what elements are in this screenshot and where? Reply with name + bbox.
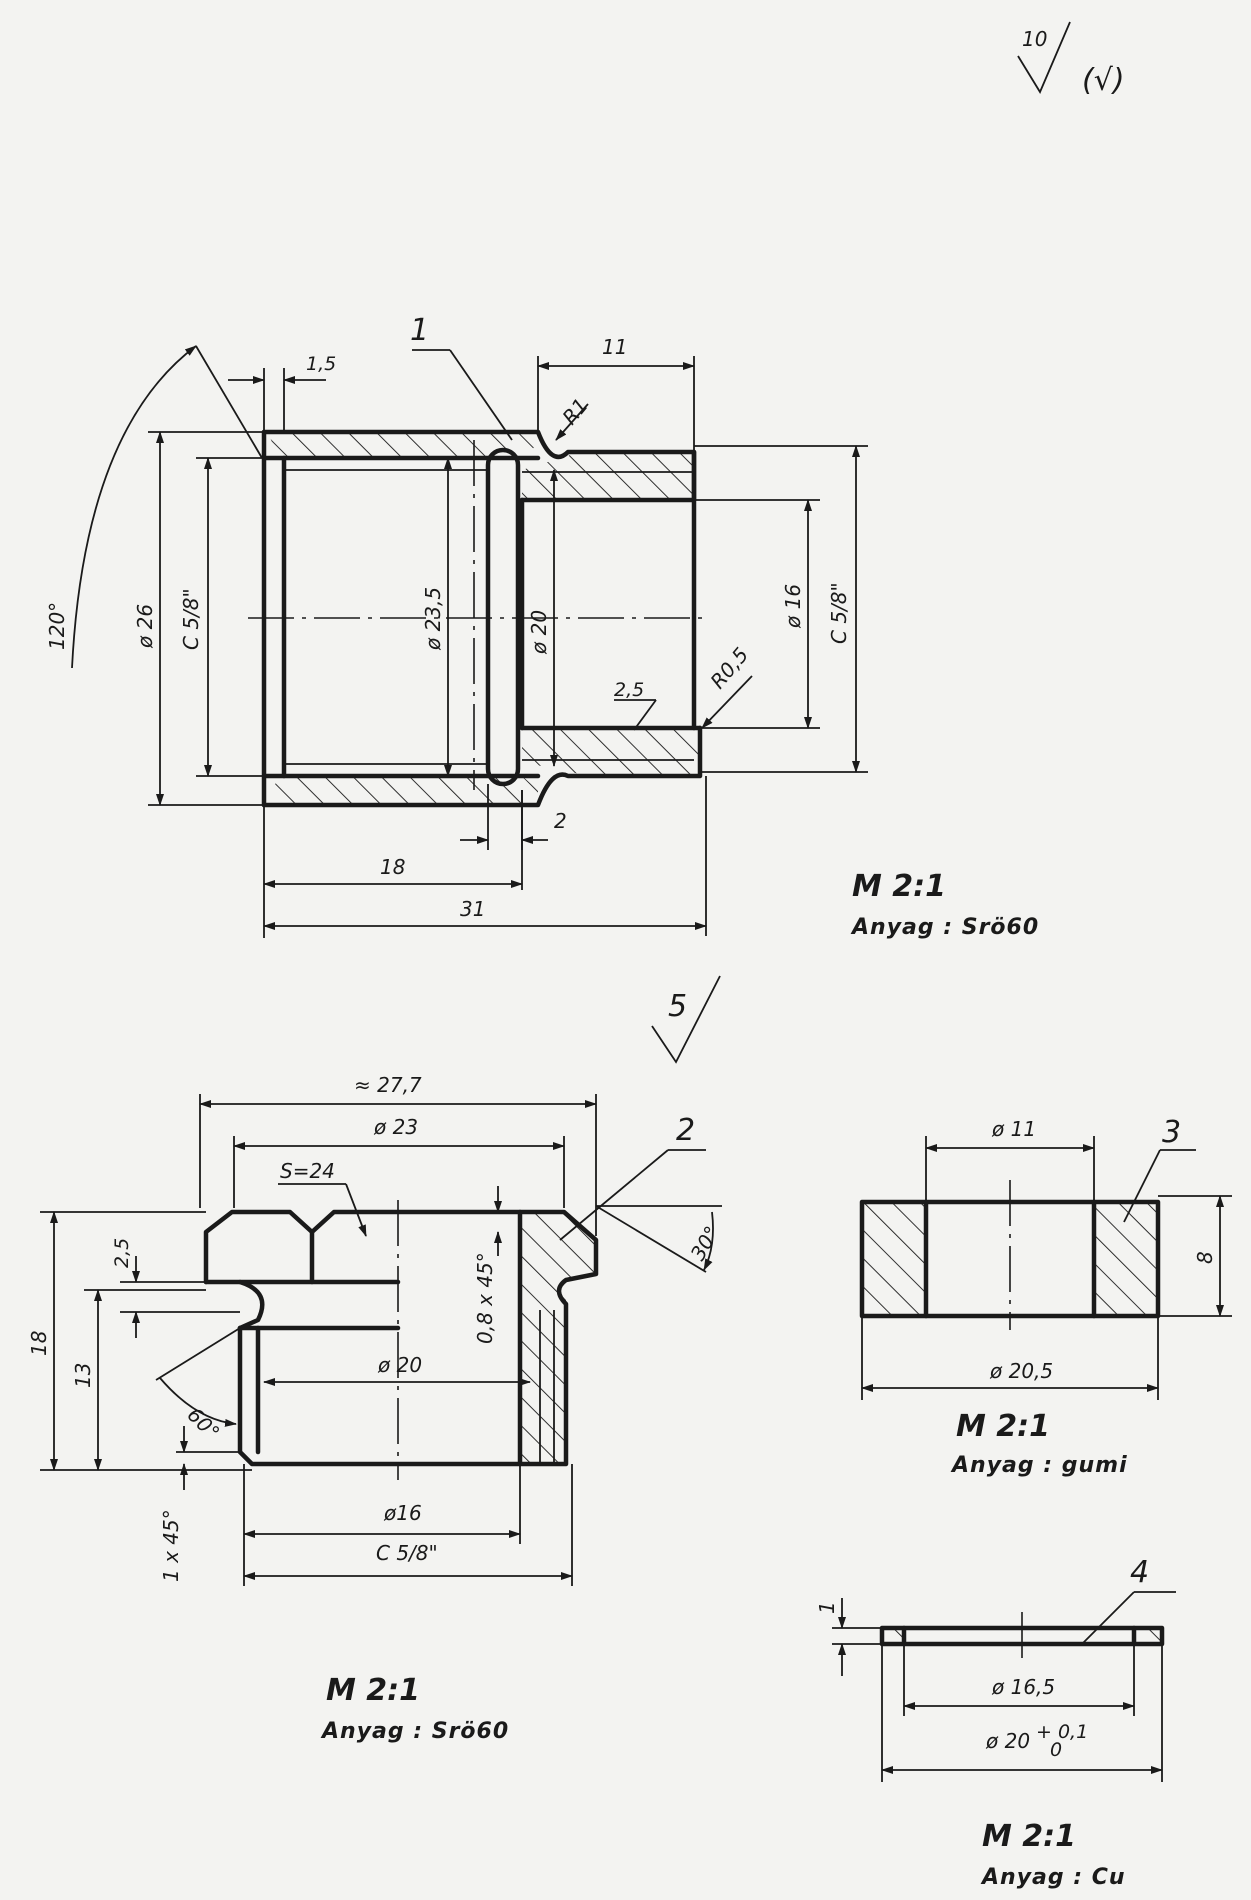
part2-dim-wrench-size: S=24 (280, 1159, 335, 1183)
part2-dim-thread-angle: 60° (182, 1403, 224, 1445)
part2-dim-bore-diameter: ø 20 (377, 1353, 422, 1377)
part2-position-number: 2 (676, 1113, 695, 1148)
part3-scale: M 2:1 (956, 1409, 1050, 1444)
surface-finish-part2-value: 5 (668, 989, 687, 1024)
part2-dim-collar-diameter: ø 23 (373, 1115, 418, 1139)
part2-dim-inner-diameter: ø16 (383, 1501, 422, 1525)
part2-material: Anyag : Srö60 (320, 1719, 509, 1744)
part1-dim-outer-diameter: ø 26 (133, 604, 157, 649)
part1-dim-chamfer-width: 1,5 (306, 353, 336, 375)
part1-dim-bore-diameter: ø 20 (527, 610, 551, 655)
part3-dim-inner-diameter: ø 11 (991, 1117, 1036, 1141)
part1-dim-inner-diameter: ø 16 (781, 584, 805, 629)
part2-section-view: 2 ≈ 27,7 ø 23 S=24 30° 0,8 x 45° 2,5 (27, 1073, 724, 1586)
part2-dim-end-chamfer: 1 x 45° (159, 1509, 183, 1582)
part1-material: Anyag : Srö60 (850, 915, 1039, 940)
part4-material: Anyag : Cu (980, 1865, 1126, 1890)
part1-dim-total-length: 31 (460, 897, 485, 921)
part1-position-number: 1 (410, 313, 429, 348)
part1-dim-groove-radius: R1 (557, 393, 592, 429)
part2-dim-thread-height: 13 (71, 1363, 95, 1388)
part4-dim-inner-diameter: ø 16,5 (991, 1675, 1055, 1699)
part3-section-view: 3 ø 11 8 ø 20,5 (859, 1115, 1232, 1400)
part2-dim-thread: C 5/8" (376, 1541, 438, 1565)
part2-dim-width-across-corners: ≈ 27,7 (354, 1073, 422, 1097)
surface-finish-main-symbol: 10 (√) (1017, 21, 1125, 98)
part3-material: Anyag : gumi (950, 1453, 1128, 1478)
part2-dim-chamfer-angle: 30° (686, 1222, 725, 1265)
part1-dim-bore-length: 18 (380, 855, 405, 879)
part2-scale: M 2:1 (326, 1673, 420, 1708)
surface-finish-main-value: 10 (1022, 27, 1047, 51)
part2-dim-edge-chamfer: 0,8 x 45° (473, 1252, 497, 1344)
part2-dim-step-height: 2,5 (111, 1238, 133, 1268)
part1-dim-groove-width: 2 (554, 809, 567, 833)
part1-dim-thread-length: 11 (602, 335, 627, 359)
part3-position-number: 3 (1162, 1115, 1181, 1150)
part4-dim-tolerance-lower: 0 (1050, 1739, 1062, 1761)
part4-dim-outer-diameter: ø 20 (985, 1729, 1030, 1753)
part3-dim-outer-diameter: ø 20,5 (989, 1359, 1053, 1383)
part4-position-number: 4 (1130, 1555, 1149, 1590)
part1-dim-fillet-radius: R0,5 (705, 643, 753, 693)
part4-scale: M 2:1 (982, 1819, 1076, 1854)
surface-finish-main-note: (√) (1082, 63, 1125, 98)
surface-finish-part2-symbol: 5 (651, 975, 721, 1064)
part1-dim-undercut-width: 2,5 (614, 679, 644, 701)
part1-scale: M 2:1 (852, 869, 946, 904)
part1-dim-left-thread: C 5/8" (179, 588, 203, 650)
part4-dim-tolerance-upper: + 0,1 (1036, 1721, 1088, 1743)
part4-section-view: 4 1 ø 16,5 ø 20 + 0,1 0 (815, 1555, 1176, 1782)
part1-section-view: 1 1,5 11 R1 120° ø 26 C 5/8" ø 23,5 (45, 313, 868, 938)
part4-dim-thickness: 1 (815, 1601, 839, 1614)
part1-dim-angle: 120° (45, 602, 69, 650)
part2-dim-total-height: 18 (27, 1331, 51, 1356)
part1-dim-right-thread: C 5/8" (827, 582, 851, 644)
part1-dim-groove-diameter: ø 23,5 (421, 587, 445, 651)
part3-dim-thickness: 8 (1193, 1251, 1217, 1264)
